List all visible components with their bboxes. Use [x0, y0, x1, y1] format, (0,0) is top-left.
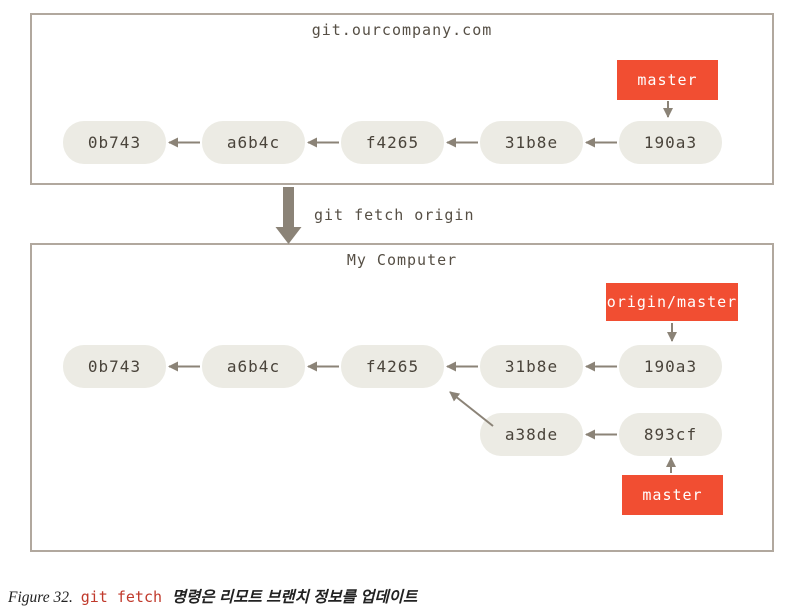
- commit-node: 190a3: [619, 121, 722, 164]
- commit-node: 0b743: [63, 345, 166, 388]
- my-computer-title: My Computer: [346, 251, 458, 269]
- figure-number-label: Figure 32.: [8, 589, 73, 606]
- figure-caption: Figure 32. git fetch 명령은 리모트 브랜치 정보를 업데이…: [8, 585, 417, 607]
- commit-node: a6b4c: [202, 121, 305, 164]
- commit-node: 893cf: [619, 413, 722, 456]
- remote-server-title: git.ourcompany.com: [311, 21, 493, 39]
- commit-node: 31b8e: [480, 345, 583, 388]
- commit-node: 0b743: [63, 121, 166, 164]
- branch-label-origin-master: origin/master: [606, 283, 738, 321]
- caption-inline-code: git fetch: [80, 588, 163, 606]
- caption-description: 명령은 리모트 브랜치 정보를 업데이트: [171, 589, 418, 606]
- branch-label-master-local: master: [622, 475, 723, 515]
- commit-node: a6b4c: [202, 345, 305, 388]
- commit-node: 31b8e: [480, 121, 583, 164]
- branch-label-master-remote: master: [617, 60, 718, 100]
- fetch-transition-arrow-icon: [275, 187, 302, 244]
- commit-node: 190a3: [619, 345, 722, 388]
- commit-node: f4265: [341, 121, 444, 164]
- commit-node: f4265: [341, 345, 444, 388]
- commit-node: a38de: [480, 413, 583, 456]
- fetch-command-text: git fetch origin: [314, 206, 475, 224]
